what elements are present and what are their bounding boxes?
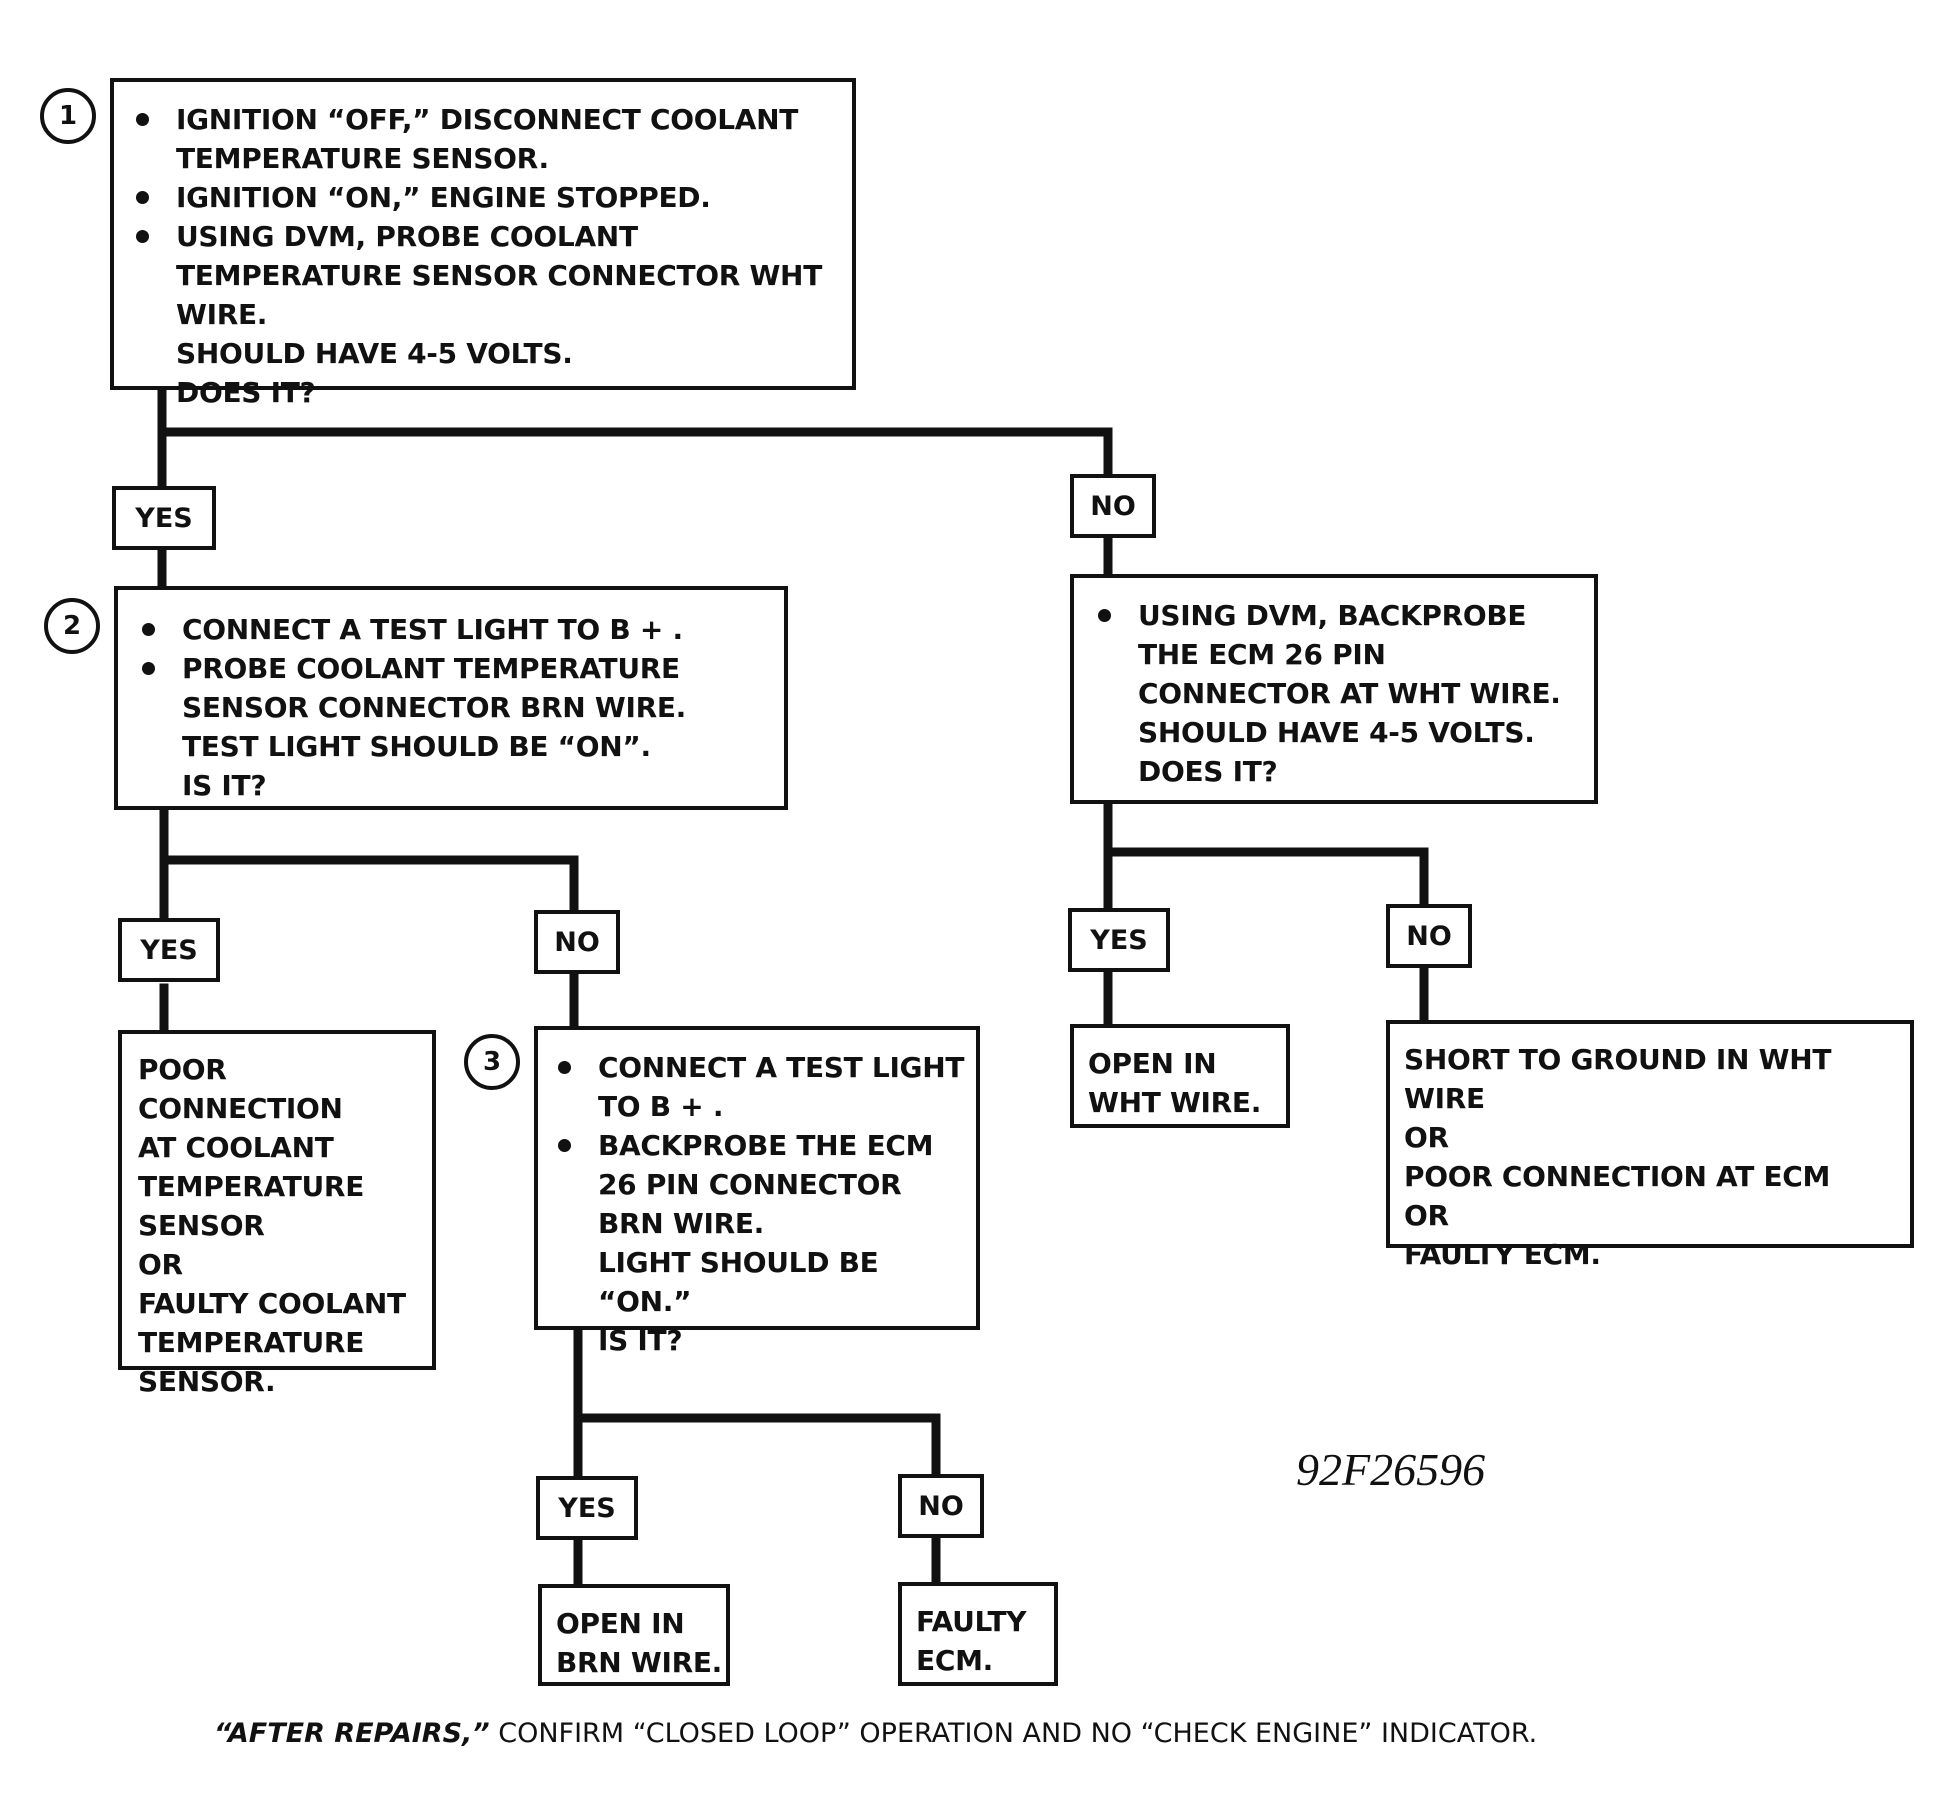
connector-s2 <box>159 805 579 1035</box>
result-line: AT COOLANT <box>138 1131 334 1164</box>
step-bullet: IGNITION “ON,” ENGINE STOPPED. <box>126 178 836 217</box>
figure-id: 92F26596 <box>1296 1444 1486 1495</box>
result-line: FAULTY ECM. <box>1404 1238 1601 1271</box>
step-2-box: CONNECT A TEST LIGHT TO B + . PROBE COOL… <box>114 586 788 810</box>
answer-no: NO <box>1386 904 1472 968</box>
connector-s1 <box>157 385 1113 590</box>
result-line: ECM. <box>916 1644 993 1677</box>
step-line: IS IT? <box>182 769 267 802</box>
step-3-circle: 3 <box>464 1034 520 1090</box>
step-number: 2 <box>62 611 82 641</box>
step-bullet: IGNITION “OFF,” DISCONNECT COOLANT TEMPE… <box>126 100 836 178</box>
step-bullet: BACKPROBE THE ECM 26 PIN CONNECTOR BRN W… <box>548 1126 970 1243</box>
result-line: SENSOR <box>138 1209 265 1242</box>
result-line: OR <box>1404 1121 1449 1154</box>
answer-no: NO <box>1070 474 1156 538</box>
step-bullet: USING DVM, PROBE COOLANT TEMPERATURE SEN… <box>126 217 836 334</box>
result-short-to-ground: SHORT TO GROUND IN WHT WIRE OR POOR CONN… <box>1386 1020 1914 1271</box>
step-1-circle: 1 <box>40 88 96 144</box>
step-line: DOES IT? <box>1138 755 1278 788</box>
step-right-box: USING DVM, BACKPROBE THE ECM 26 PIN CONN… <box>1070 574 1598 804</box>
step-line: SHOULD HAVE 4-5 VOLTS. <box>176 337 573 370</box>
step-bullet: CONNECT A TEST LIGHT TO B + . <box>548 1048 970 1126</box>
result-open-brn-wire: OPEN IN BRN WIRE. <box>538 1584 730 1686</box>
result-line: POOR CONNECTION AT ECM <box>1404 1160 1831 1193</box>
answer-no: NO <box>898 1474 984 1538</box>
result-line: FAULTY <box>916 1605 1027 1638</box>
step-number: 1 <box>58 101 78 131</box>
result-line: TEMPERATURE <box>138 1170 365 1203</box>
step-line: TEST LIGHT SHOULD BE “ON”. <box>182 730 651 763</box>
connector-s3 <box>573 1323 941 1589</box>
result-line: OR <box>138 1248 183 1281</box>
result-line: POOR CONNECTION <box>138 1053 343 1125</box>
step-line: LIGHT SHOULD BE “ON.” <box>598 1246 879 1318</box>
answer-yes: YES <box>536 1476 638 1540</box>
result-line: FAULTY COOLANT <box>138 1287 406 1320</box>
step-2-circle: 2 <box>44 598 100 654</box>
answer-yes: YES <box>112 486 216 550</box>
step-line: SHOULD HAVE 4-5 VOLTS. <box>1138 716 1535 749</box>
step-1-box: IGNITION “OFF,” DISCONNECT COOLANT TEMPE… <box>110 78 856 409</box>
step-bullet: USING DVM, BACKPROBE THE ECM 26 PIN CONN… <box>1088 596 1584 713</box>
result-line: OPEN IN <box>556 1607 685 1640</box>
connector-s4 <box>1103 797 1429 1029</box>
step-bullet: CONNECT A TEST LIGHT TO B + . <box>132 610 774 649</box>
footnote: “AFTER REPAIRS,” CONFIRM “CLOSED LOOP” O… <box>214 1718 1537 1749</box>
result-line: WHT WIRE. <box>1088 1086 1262 1119</box>
step-bullet: PROBE COOLANT TEMPERATURE SENSOR CONNECT… <box>132 649 774 727</box>
result-line: OPEN IN <box>1088 1047 1217 1080</box>
step-line: DOES IT? <box>176 376 316 409</box>
footnote-text: CONFIRM “CLOSED LOOP” OPERATION AND NO “… <box>489 1718 1538 1749</box>
result-open-wht-wire: OPEN IN WHT WIRE. <box>1070 1024 1290 1128</box>
result-line: OR <box>1404 1199 1449 1232</box>
result-line: SENSOR. <box>138 1365 276 1398</box>
result-line: SHORT TO GROUND IN WHT WIRE <box>1404 1043 1832 1115</box>
step-3-box: CONNECT A TEST LIGHT TO B + . BACKPROBE … <box>534 1026 980 1357</box>
answer-no: NO <box>534 910 620 974</box>
answer-yes: YES <box>1068 908 1170 972</box>
footnote-emphasis: “AFTER REPAIRS,” <box>214 1718 490 1749</box>
result-line: TEMPERATURE <box>138 1326 365 1359</box>
step-line: IS IT? <box>598 1324 683 1357</box>
result-faulty-ecm: FAULTY ECM. <box>898 1582 1058 1686</box>
result-poor-connection-sensor: POOR CONNECTION AT COOLANT TEMPERATURE S… <box>118 1030 436 1398</box>
answer-yes: YES <box>118 918 220 982</box>
result-line: BRN WIRE. <box>556 1646 723 1679</box>
step-number: 3 <box>482 1047 502 1077</box>
